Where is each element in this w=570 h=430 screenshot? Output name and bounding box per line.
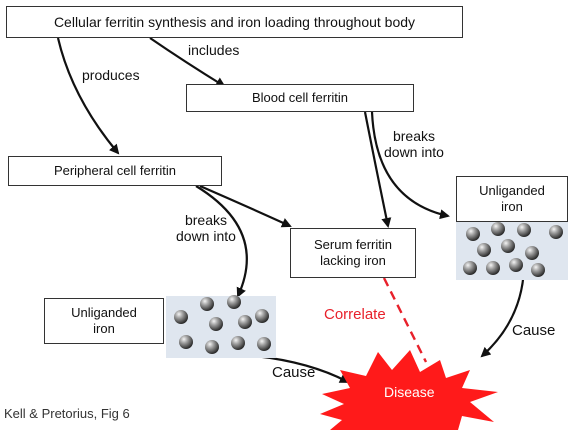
- iron-particles-left: [166, 295, 276, 358]
- arrow-correlate: [384, 278, 426, 362]
- edge-label-produces: produces: [82, 67, 140, 83]
- node-cellular-ferritin-synthesis: Cellular ferritin synthesis and iron loa…: [6, 6, 463, 38]
- unliganded-iron-right-line-1: Unliganded: [479, 183, 545, 199]
- serum-ferritin-line-1: Serum ferritin: [314, 237, 392, 253]
- serum-ferritin-line-2: lacking iron: [320, 253, 386, 269]
- node-unliganded-iron-right: Unliganded iron: [456, 176, 568, 222]
- iron-particles-right: [456, 222, 568, 280]
- breaks-down-right-line-2: down into: [384, 144, 444, 160]
- unliganded-iron-left-line-1: Unliganded: [71, 305, 137, 321]
- breaks-down-left-line-1: breaks: [176, 212, 236, 228]
- edge-label-breaks-down-right: breaks down into: [384, 128, 444, 160]
- unliganded-iron-left-line-2: iron: [93, 321, 115, 337]
- edge-label-correlate: Correlate: [324, 306, 386, 323]
- node-unliganded-iron-left: Unliganded iron: [44, 298, 164, 344]
- edge-label-breaks-down-left: breaks down into: [176, 212, 236, 244]
- arrow-cause-right: [482, 268, 524, 356]
- breaks-down-right-line-1: breaks: [384, 128, 444, 144]
- edge-label-cause-right: Cause: [512, 322, 555, 339]
- arrow-produces: [58, 38, 118, 153]
- node-peripheral-cell-ferritin: Peripheral cell ferritin: [8, 156, 222, 186]
- figure-caption: Kell & Pretorius, Fig 6: [4, 406, 130, 421]
- breaks-down-left-line-2: down into: [176, 228, 236, 244]
- node-serum-ferritin: Serum ferritin lacking iron: [290, 228, 416, 278]
- node-disease-label: Disease: [384, 384, 435, 400]
- edge-label-includes: includes: [188, 42, 239, 58]
- unliganded-iron-right-line-2: iron: [501, 199, 523, 215]
- node-blood-cell-ferritin: Blood cell ferritin: [186, 84, 414, 112]
- edge-label-cause-left: Cause: [272, 364, 315, 381]
